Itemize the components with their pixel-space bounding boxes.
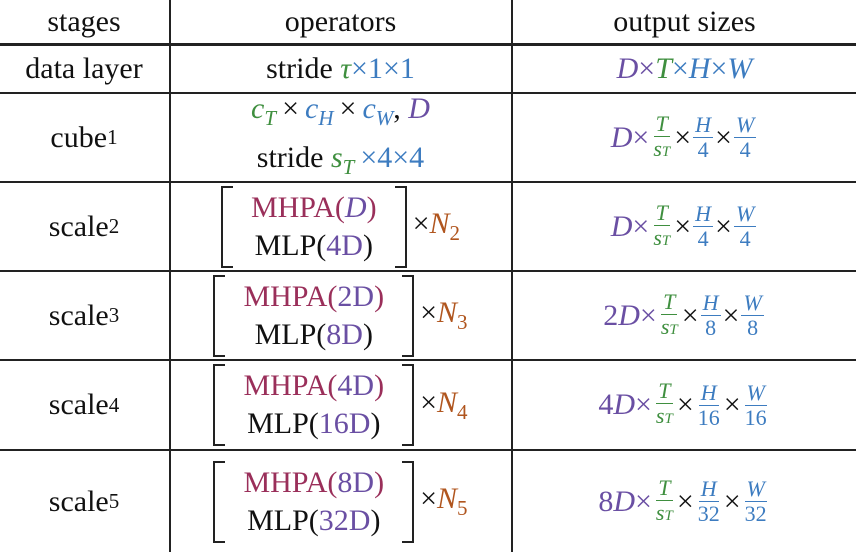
left-bracket — [213, 364, 226, 446]
header-output-sizes: output sizes — [613, 4, 756, 38]
left-bracket — [213, 460, 226, 543]
stage-label: cube — [50, 120, 108, 154]
column-divider — [169, 0, 171, 552]
operator-data-layer: stride τ×1×1 — [171, 46, 510, 92]
row-divider — [0, 449, 856, 451]
right-bracket — [402, 364, 415, 446]
left-bracket — [220, 185, 233, 268]
right-bracket — [402, 274, 415, 357]
header-rule — [0, 43, 856, 46]
column-divider — [511, 0, 513, 552]
stride-word: stride — [256, 140, 324, 174]
operator-scale5: MHPA(8D) MLP(32D) ×N5 — [171, 451, 510, 552]
output-data-layer: D×T×H×W — [616, 52, 753, 85]
stage-subscript: 1 — [107, 125, 118, 149]
stride-word: stride — [266, 52, 333, 85]
row-divider — [0, 270, 856, 272]
operator-cube1: cT × cH × cW, D stride sT ×4×4 — [251, 91, 430, 179]
right-bracket — [402, 460, 415, 543]
operator-scale4: MHPA(4D) MLP(16D) ×N4 — [171, 361, 510, 449]
row-divider — [0, 359, 856, 361]
header-operators: operators — [284, 4, 397, 38]
stage-data-layer: data layer — [0, 46, 168, 92]
left-bracket — [213, 274, 226, 357]
header-stages: stages — [47, 4, 121, 38]
stage-label: data layer — [25, 52, 143, 85]
tau-symbol: τ — [340, 52, 352, 85]
operator-scale2: MHPA(D) MLP(4D) ×N2 — [171, 183, 510, 270]
stride-dims: ×1×1 — [351, 52, 415, 85]
operator-scale3: MHPA(2D) MLP(8D) ×N3 — [171, 272, 510, 359]
row-divider — [0, 92, 856, 94]
row-divider — [0, 181, 856, 183]
right-bracket — [394, 185, 407, 268]
